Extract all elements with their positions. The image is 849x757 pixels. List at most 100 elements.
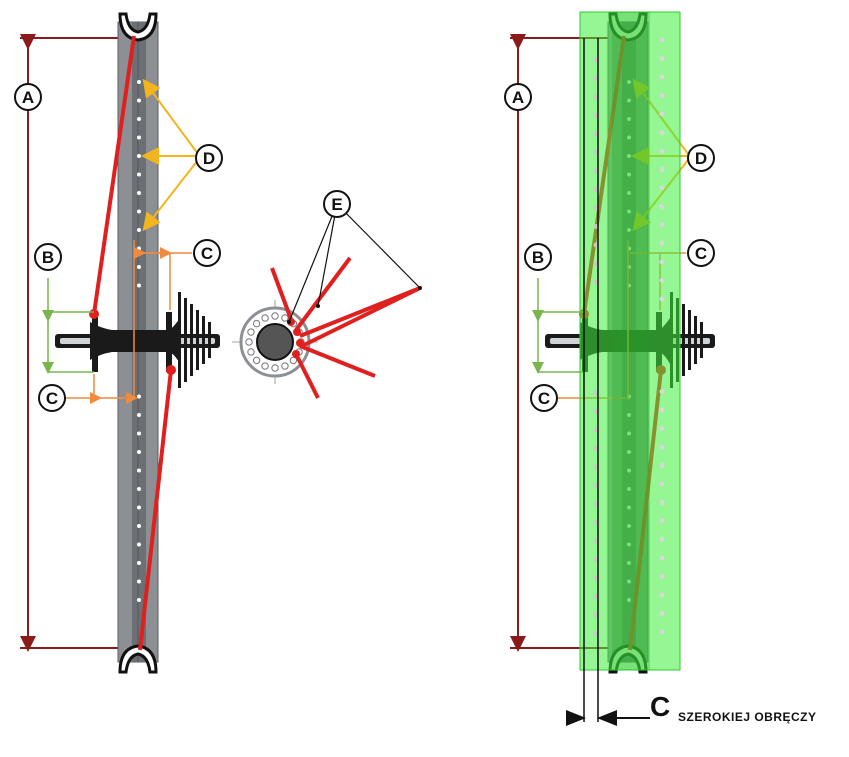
spoke-hole [659, 518, 665, 524]
label-c-upper-badge: C [193, 239, 221, 267]
spoke-hole [659, 93, 665, 98]
spoke-hole [137, 413, 141, 417]
spoke-hole [659, 130, 665, 135]
flange-hole [261, 314, 269, 322]
spoke-hole [659, 74, 665, 80]
svg-text:C: C [538, 389, 550, 408]
spoke-hole [137, 172, 141, 177]
spoke-hole [659, 463, 665, 468]
spoke-hole [137, 561, 141, 565]
spoke-hole [659, 500, 665, 505]
rim-spoke-holes [137, 80, 141, 602]
spoke-hole [137, 524, 141, 528]
spoke-hole [137, 228, 141, 232]
flange-hole [247, 348, 255, 356]
dimension-c-upper [134, 247, 192, 310]
spoke-hole [137, 579, 141, 584]
spoke-hole [137, 209, 141, 214]
flange-hole [271, 312, 279, 320]
spoke-hole [659, 111, 665, 117]
spoke-hole [659, 555, 665, 561]
label-d-badge: D [195, 144, 223, 172]
spoke-hole [659, 241, 665, 246]
spoke-hole [137, 468, 141, 473]
flange-hole [261, 362, 269, 370]
label-b-badge: B [34, 243, 62, 271]
rim-profile-bottom-icon [118, 644, 158, 674]
spoke-hole [659, 278, 665, 283]
pointer-e [287, 203, 422, 324]
spoke-hole [659, 629, 665, 635]
svg-text:C: C [46, 389, 58, 408]
spoke-hole [137, 135, 141, 140]
label-e-badge: E [323, 190, 351, 218]
rim-profile-top-icon [118, 12, 158, 42]
dimension-b [42, 278, 94, 374]
spoke-hole [137, 265, 141, 269]
spoke-hole [137, 431, 141, 436]
spoke-hole [137, 154, 141, 158]
dimension-c-lower [66, 374, 138, 404]
spoke-hole [659, 426, 665, 431]
flange-hole [245, 338, 253, 346]
spoke-hole [137, 98, 141, 103]
label-a-badge: A [14, 83, 42, 111]
spokes [92, 35, 173, 651]
rim-width-caption: C SZEROKIEJ OBRĘCZY [650, 691, 817, 724]
label-d-right-badge: D [687, 144, 715, 172]
pointer-d [141, 78, 199, 232]
spoke-hole [659, 37, 665, 43]
svg-text:C: C [201, 244, 213, 263]
svg-text:B: B [532, 248, 544, 267]
svg-text:D: D [203, 149, 215, 168]
flange-hole [247, 328, 255, 336]
caption-text: SZEROKIEJ OBRĘCZY [678, 710, 817, 724]
label-c-lower-badge: C [38, 384, 66, 412]
spoke-hole [659, 389, 665, 394]
label-a-right-badge: A [504, 83, 532, 111]
spoke-hole [659, 148, 665, 154]
spoke-hole [659, 185, 665, 191]
spoke-hole [659, 296, 665, 302]
spoke-hole [137, 246, 141, 251]
spoke-hole [659, 592, 665, 598]
rim-width-measure [566, 38, 650, 726]
spoke-hole [659, 444, 665, 450]
spoke-hole [659, 204, 665, 209]
dimension-a [20, 34, 130, 652]
left-wheel-diagram: A B C C D [14, 12, 223, 674]
spoke-hole [137, 598, 141, 602]
spoke-hole [659, 537, 665, 542]
cassette-icon [178, 292, 211, 388]
spoke-hole [137, 450, 141, 454]
spoke-hole [137, 542, 141, 547]
spoke-hole [137, 487, 141, 491]
detail-spokes [270, 256, 421, 399]
spoke-hole [137, 80, 141, 84]
spoke-hole [659, 407, 665, 413]
svg-text:B: B [42, 248, 54, 267]
spoke-hole [659, 259, 665, 265]
spoke-hole [137, 191, 141, 195]
flange-hole [289, 356, 298, 365]
hub-flange-detail: E [232, 190, 422, 399]
spoke-hole [659, 222, 665, 228]
spoke-hole [137, 283, 141, 288]
svg-text:C: C [695, 244, 707, 263]
wide-rim-highlight [579, 11, 681, 671]
label-c-lower-right-badge: C [530, 384, 558, 412]
spoke-hole [659, 611, 665, 616]
flange-hole [252, 356, 261, 365]
spoke-hole [137, 394, 141, 399]
label-b-right-badge: B [524, 243, 552, 271]
flange-hole [252, 319, 261, 328]
spoke-hole [659, 56, 665, 61]
label-c-upper-right-badge: C [687, 239, 715, 267]
right-wheel-diagram: A B C C D C SZEROKIEJ OBRĘCZY [504, 11, 817, 726]
svg-text:A: A [512, 88, 524, 107]
caption-letter: C [650, 691, 670, 722]
dimension-b-right [532, 278, 584, 374]
spoke-hole [137, 117, 141, 121]
svg-text:D: D [695, 149, 707, 168]
